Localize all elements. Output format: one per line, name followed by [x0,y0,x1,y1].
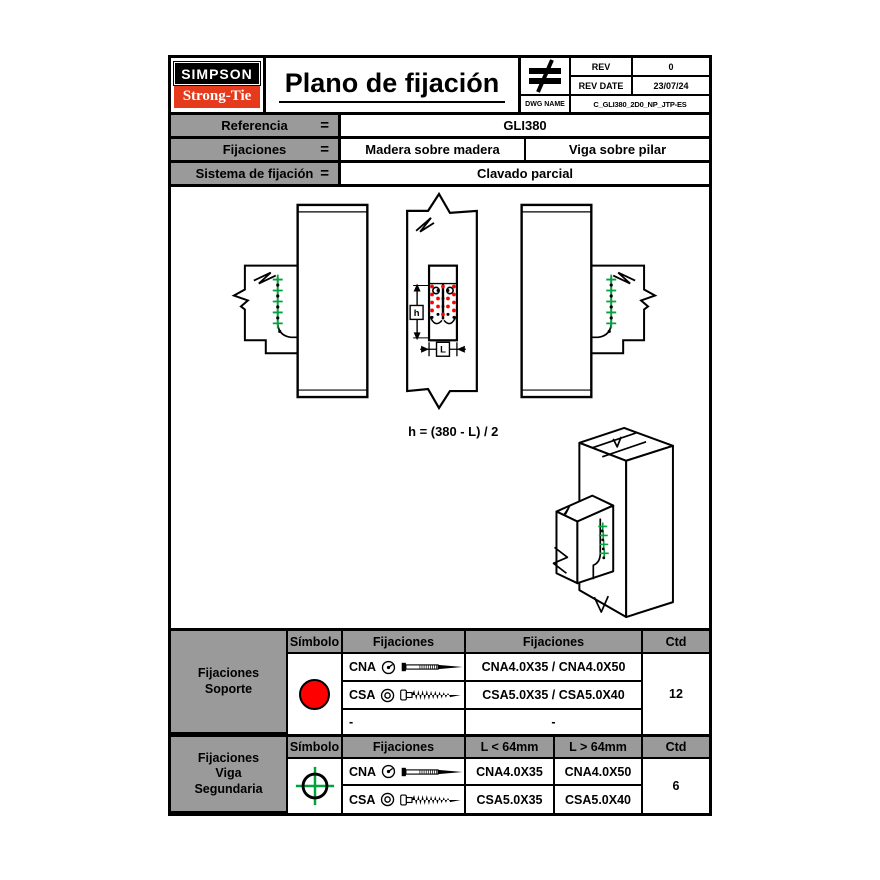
header-fijaciones-icons: Fijaciones [343,631,466,654]
logo-strongtie: Strong-Tie [174,86,260,108]
nail-hole-dots [430,289,456,319]
support-qty: 12 [643,654,709,734]
fixing-names-cna: CNA4.0X35 / CNA4.0X50 [466,654,643,682]
header-l-short: L < 64mm [466,737,555,759]
fixing-row-empty: - [343,710,466,734]
referencia-value: GLI380 [503,118,547,133]
equals-sign: = [320,117,329,134]
technical-drawing: h L h = (380 - L) / 2 [232,191,674,619]
not-equal-icon [521,58,569,96]
fixing-row-cna: CNA [343,759,466,786]
header-l-long: L > 64mm [555,737,643,759]
cna-l-short: CNA4.0X35 [466,759,555,786]
drawing-sheet: SIMPSON Strong-Tie Plano de fijación REV… [168,55,712,816]
info-row-fijaciones: Fijaciones = Madera sobre madera Viga so… [168,136,712,163]
revision-table: REV 0 REV DATE 23/07/24 DWG NAME C_GLI38… [521,58,709,112]
secondary-beam-fixings-table: Fijaciones Viga Segundaria Símbolo Fijac… [168,734,712,816]
fixing-code: CSA [349,792,376,807]
fixing-row-csa: CSA [343,786,466,813]
fixing-names-csa: CSA5.0X35 / CSA5.0X40 [466,682,643,710]
fixing-code: CSA [349,688,376,702]
support-symbol-cell [288,654,343,734]
elevation-view-right [520,203,657,399]
elevation-view-left [232,203,369,399]
support-fixing-dots [430,284,456,317]
info-row-sistema: Sistema de fijación = Clavado parcial [168,160,712,187]
rev-label: REV [569,58,631,77]
sistema-value: Clavado parcial [476,166,574,181]
equals-sign: = [320,141,329,158]
dimension-h: h [409,283,430,341]
screw-icon [400,689,462,701]
dwg-name-label: DWG NAME [525,100,565,108]
nail-head-icon [381,660,396,674]
front-view: h L [406,191,478,411]
secondary-table-label: Fijaciones Viga Segundaria [171,737,288,813]
nail-icon [401,767,463,776]
rev-value: 0 [631,58,709,77]
support-fixings-table: Fijaciones Soporte Símbolo Fijaciones Fi… [168,628,712,737]
csa-l-short: CSA5.0X35 [466,786,555,813]
green-crosshair-icon [295,766,334,806]
info-label: Sistema de fijación = [171,163,341,184]
isometric-view [552,426,674,619]
nail-head-icon [381,764,396,779]
info-label: Fijaciones = [171,139,341,160]
fijaciones-value-1: Madera sobre madera [365,142,500,157]
info-row-referencia: Referencia = GLI380 [168,112,712,139]
secondary-qty: 6 [643,759,709,813]
formula-text: h = (380 - L) / 2 [408,424,498,439]
rev-date-label: REV DATE [569,77,631,96]
header-ctd: Ctd [643,737,709,759]
screw-head-icon [381,688,395,702]
page-title: Plano de fijación [263,58,521,112]
fijaciones-value-2: Viga sobre pilar [524,139,709,160]
fixing-code: CNA [349,660,377,674]
screw-head-icon [381,792,395,807]
header-fijaciones: Fijaciones [343,737,466,759]
dim-l-label: L [440,345,446,356]
dim-h-label: h [414,308,420,319]
cna-l-long: CNA4.0X50 [555,759,643,786]
csa-l-long: CSA5.0X40 [555,786,643,813]
rev-date-value: 23/07/24 [631,77,709,96]
fixing-row-cna: CNA [343,654,466,682]
header-simbolo: Símbolo [288,737,343,759]
drawing-area: h L h = (380 - L) / 2 [168,184,712,631]
nail-icon [401,662,463,672]
equals-sign: = [320,165,329,182]
screw-icon [400,793,462,806]
secondary-symbol-cell [288,759,343,813]
dimension-l: L [420,341,466,357]
fixing-code: CNA [349,764,377,779]
fixing-names-empty: - [466,710,643,734]
simpson-strongtie-logo: SIMPSON Strong-Tie [171,58,263,112]
header-ctd: Ctd [643,631,709,654]
dwg-name-value: C_GLI380_2D0_NP_JTP-ES [569,96,709,112]
header-simbolo: Símbolo [288,631,343,654]
fixing-row-csa: CSA [343,682,466,710]
info-label: Referencia = [171,115,341,136]
support-table-label: Fijaciones Soporte [171,631,288,734]
header-fijaciones-names: Fijaciones [466,631,643,654]
logo-simpson: SIMPSON [173,61,261,86]
title-block: SIMPSON Strong-Tie Plano de fijación REV… [168,55,712,115]
red-circle-icon [299,678,330,710]
